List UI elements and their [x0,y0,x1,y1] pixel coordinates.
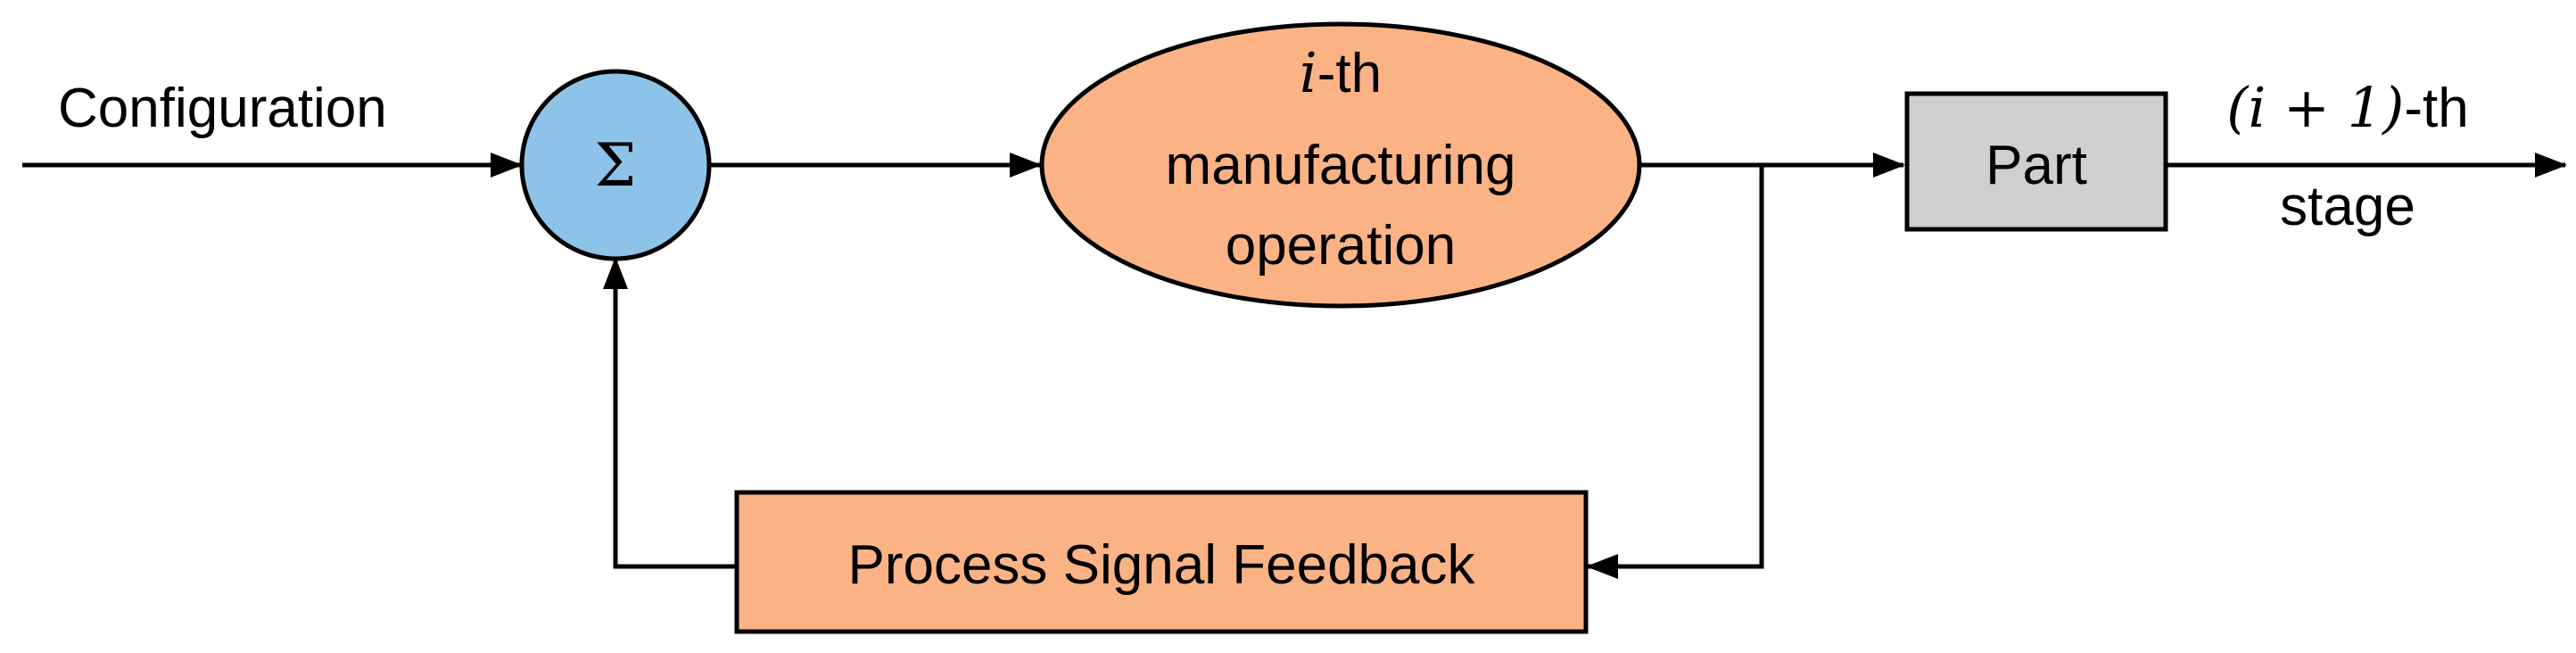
feedback-box [734,490,1589,634]
feedback-branch-arrow [1586,165,1764,579]
feedback-label: Process Signal Feedback [847,534,1475,596]
feedback-return-arrow [603,257,737,569]
input-label: Configuration [58,78,387,139]
part-box [1904,91,2168,232]
part-label: Part [1986,135,2087,196]
operation-line3: operation [1226,215,1457,277]
summing-junction-circle [519,69,712,261]
manufacturing-operation: i-th manufacturing operation [1039,21,1642,309]
part-block: Part [1904,91,2168,232]
operation-line1: i-th [1300,40,1382,105]
operation-ellipse [1039,21,1642,309]
output-stage-index: (i + 1) [2226,75,2404,140]
sigma-symbol: Σ [595,131,637,200]
operation-index-suffix: -th [1317,43,1382,104]
output-stage-suffix: -th [2404,78,2468,139]
operation-line2: manufacturing [1166,135,1516,196]
output-stage-line2: stage [2280,176,2415,237]
feedback-block: Process Signal Feedback [734,490,1589,634]
operation-index: i [1300,40,1317,105]
output-stage-line1: (i + 1)-th [2226,75,2468,140]
summing-junction: Σ [519,69,712,261]
